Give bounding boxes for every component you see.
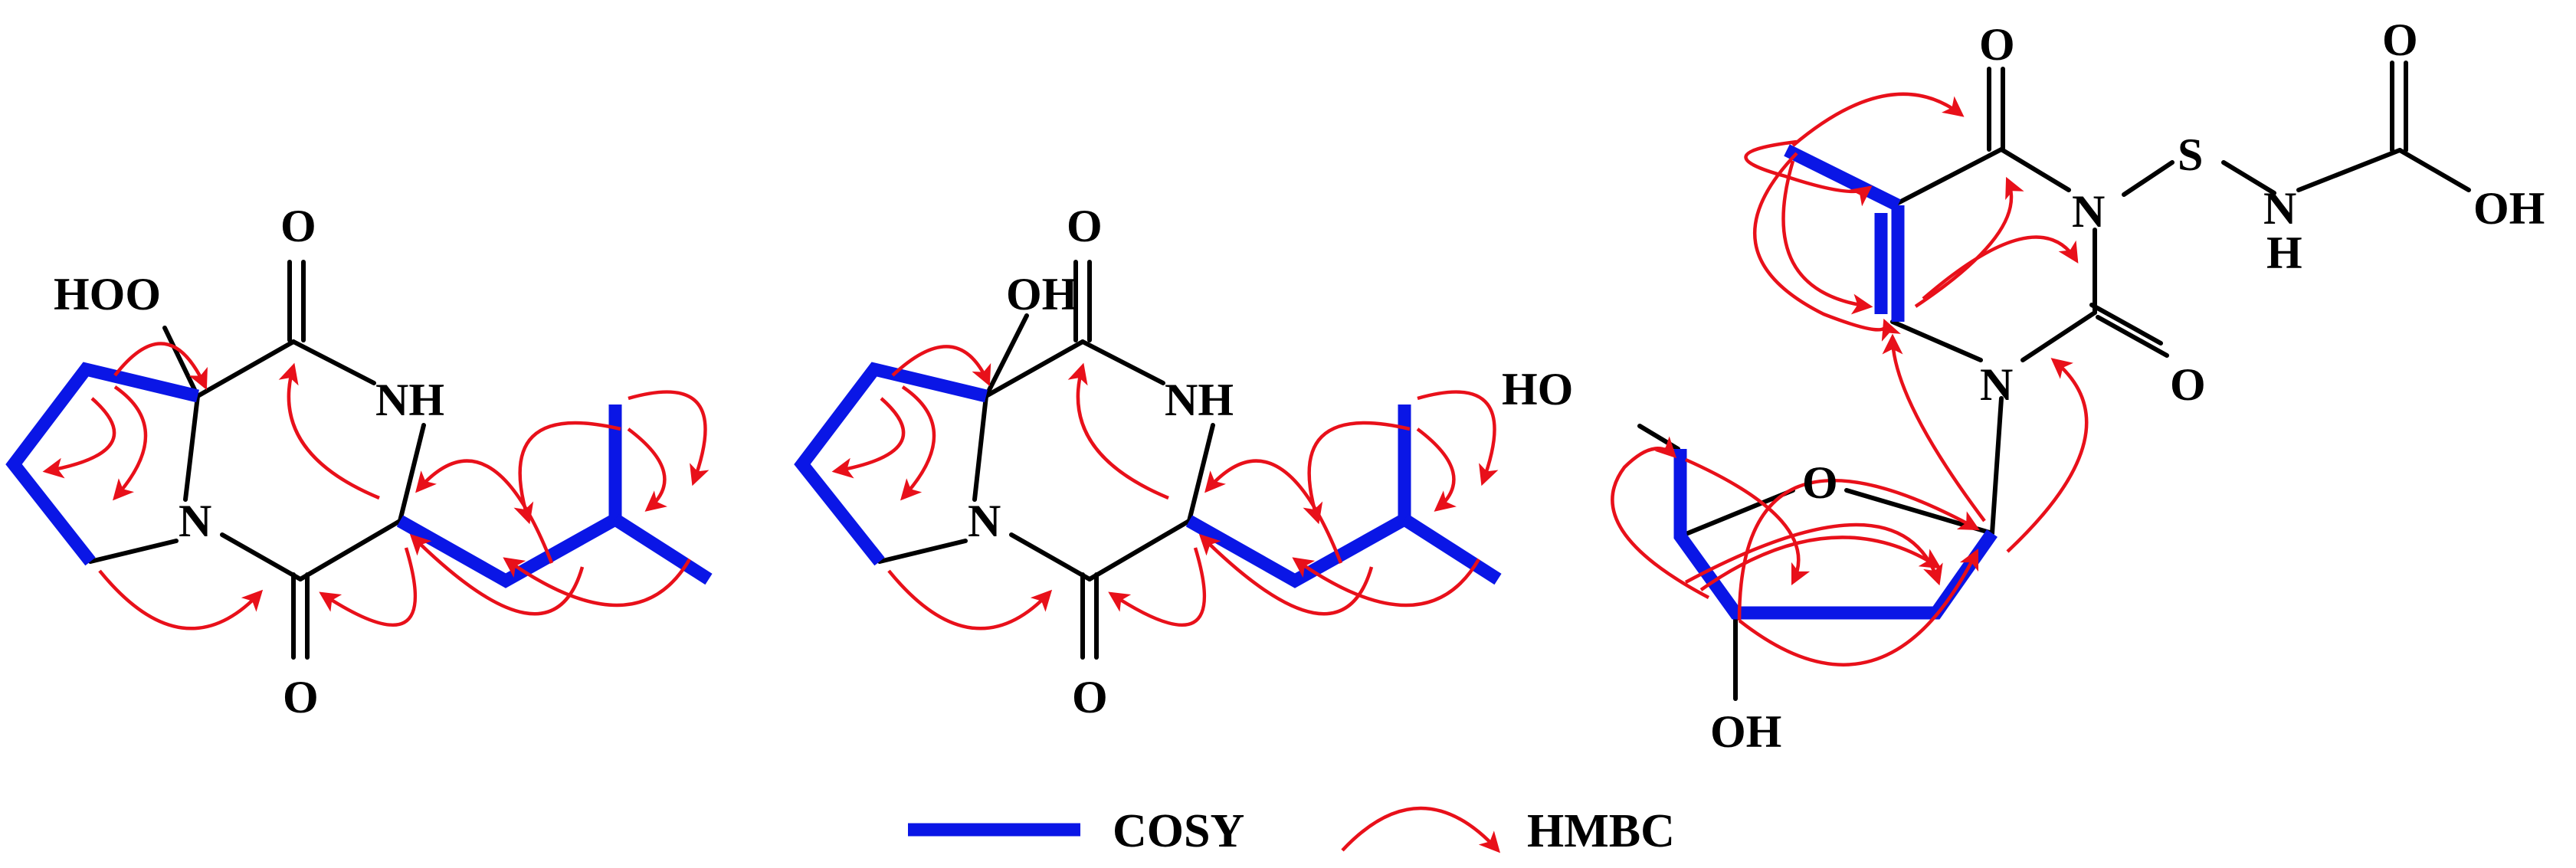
compound-1-hmbc-arrows [42, 342, 710, 631]
c3-s-label: S [2178, 129, 2203, 180]
c1-hoo-label: HOO [54, 269, 161, 319]
compound-3-hmbc-arrows [1611, 92, 2089, 667]
compound-3-atom-labels: O N S N H O OH O N O HO OH [1502, 15, 2545, 757]
c3-o-c4-label: O [1979, 19, 2015, 70]
c3-oh-acid-label: OH [2473, 183, 2545, 234]
c3-oh-bottom-label: OH [1710, 706, 1781, 757]
c3-n3-label: N [2072, 186, 2105, 237]
c1-nh-label: NH [375, 375, 444, 425]
compound-2-bonds [877, 260, 1215, 660]
c3-o-c2-label: O [2170, 359, 2206, 410]
c3-n1-label: N [1980, 359, 2013, 410]
c1-n-label: N [179, 496, 211, 546]
cosy-legend-label: COSY [1113, 805, 1244, 857]
c2-o-bottom-label: O [1072, 672, 1108, 722]
compound-1-structure: HOO O NH N O [5, 201, 713, 722]
compound-2-atom-labels: OH O NH N O [968, 201, 1234, 722]
compound-1-cosy-bonds [5, 362, 713, 588]
c1-o-top-label: O [280, 201, 316, 251]
c2-oh-label: OH [1006, 269, 1077, 319]
c2-nh-label: NH [1165, 375, 1234, 425]
compound-2-hmbc-arrows [831, 345, 1499, 631]
compound-3-bonds [1637, 61, 2471, 701]
compound-1-atom-labels: HOO O NH N O [54, 201, 444, 722]
compound-2-structure: OH O NH N O [794, 201, 1502, 722]
compound-3-cosy-bonds [1673, 144, 1998, 620]
hmbc-legend-label: HMBC [1527, 805, 1675, 857]
hmbc-legend-arrow [1341, 806, 1501, 853]
c3-ring-o-label: O [1802, 457, 1838, 508]
compound-3-structure: O N S N H O OH O N O HO OH [1502, 15, 2545, 757]
c2-n-label: N [968, 496, 1001, 546]
c1-o-bottom-label: O [283, 672, 319, 722]
c3-o-acid-label: O [2382, 15, 2418, 65]
c2-o-top-label: O [1067, 201, 1103, 251]
legend: COSY HMBC [908, 805, 1675, 857]
c3-ho-label: HO [1502, 364, 1573, 414]
compound-2-cosy-bonds [794, 362, 1502, 588]
compound-1-bonds [88, 260, 426, 660]
c3-nh-h-label: H [2266, 228, 2302, 278]
c3-nh-n-label: N [2263, 183, 2296, 234]
